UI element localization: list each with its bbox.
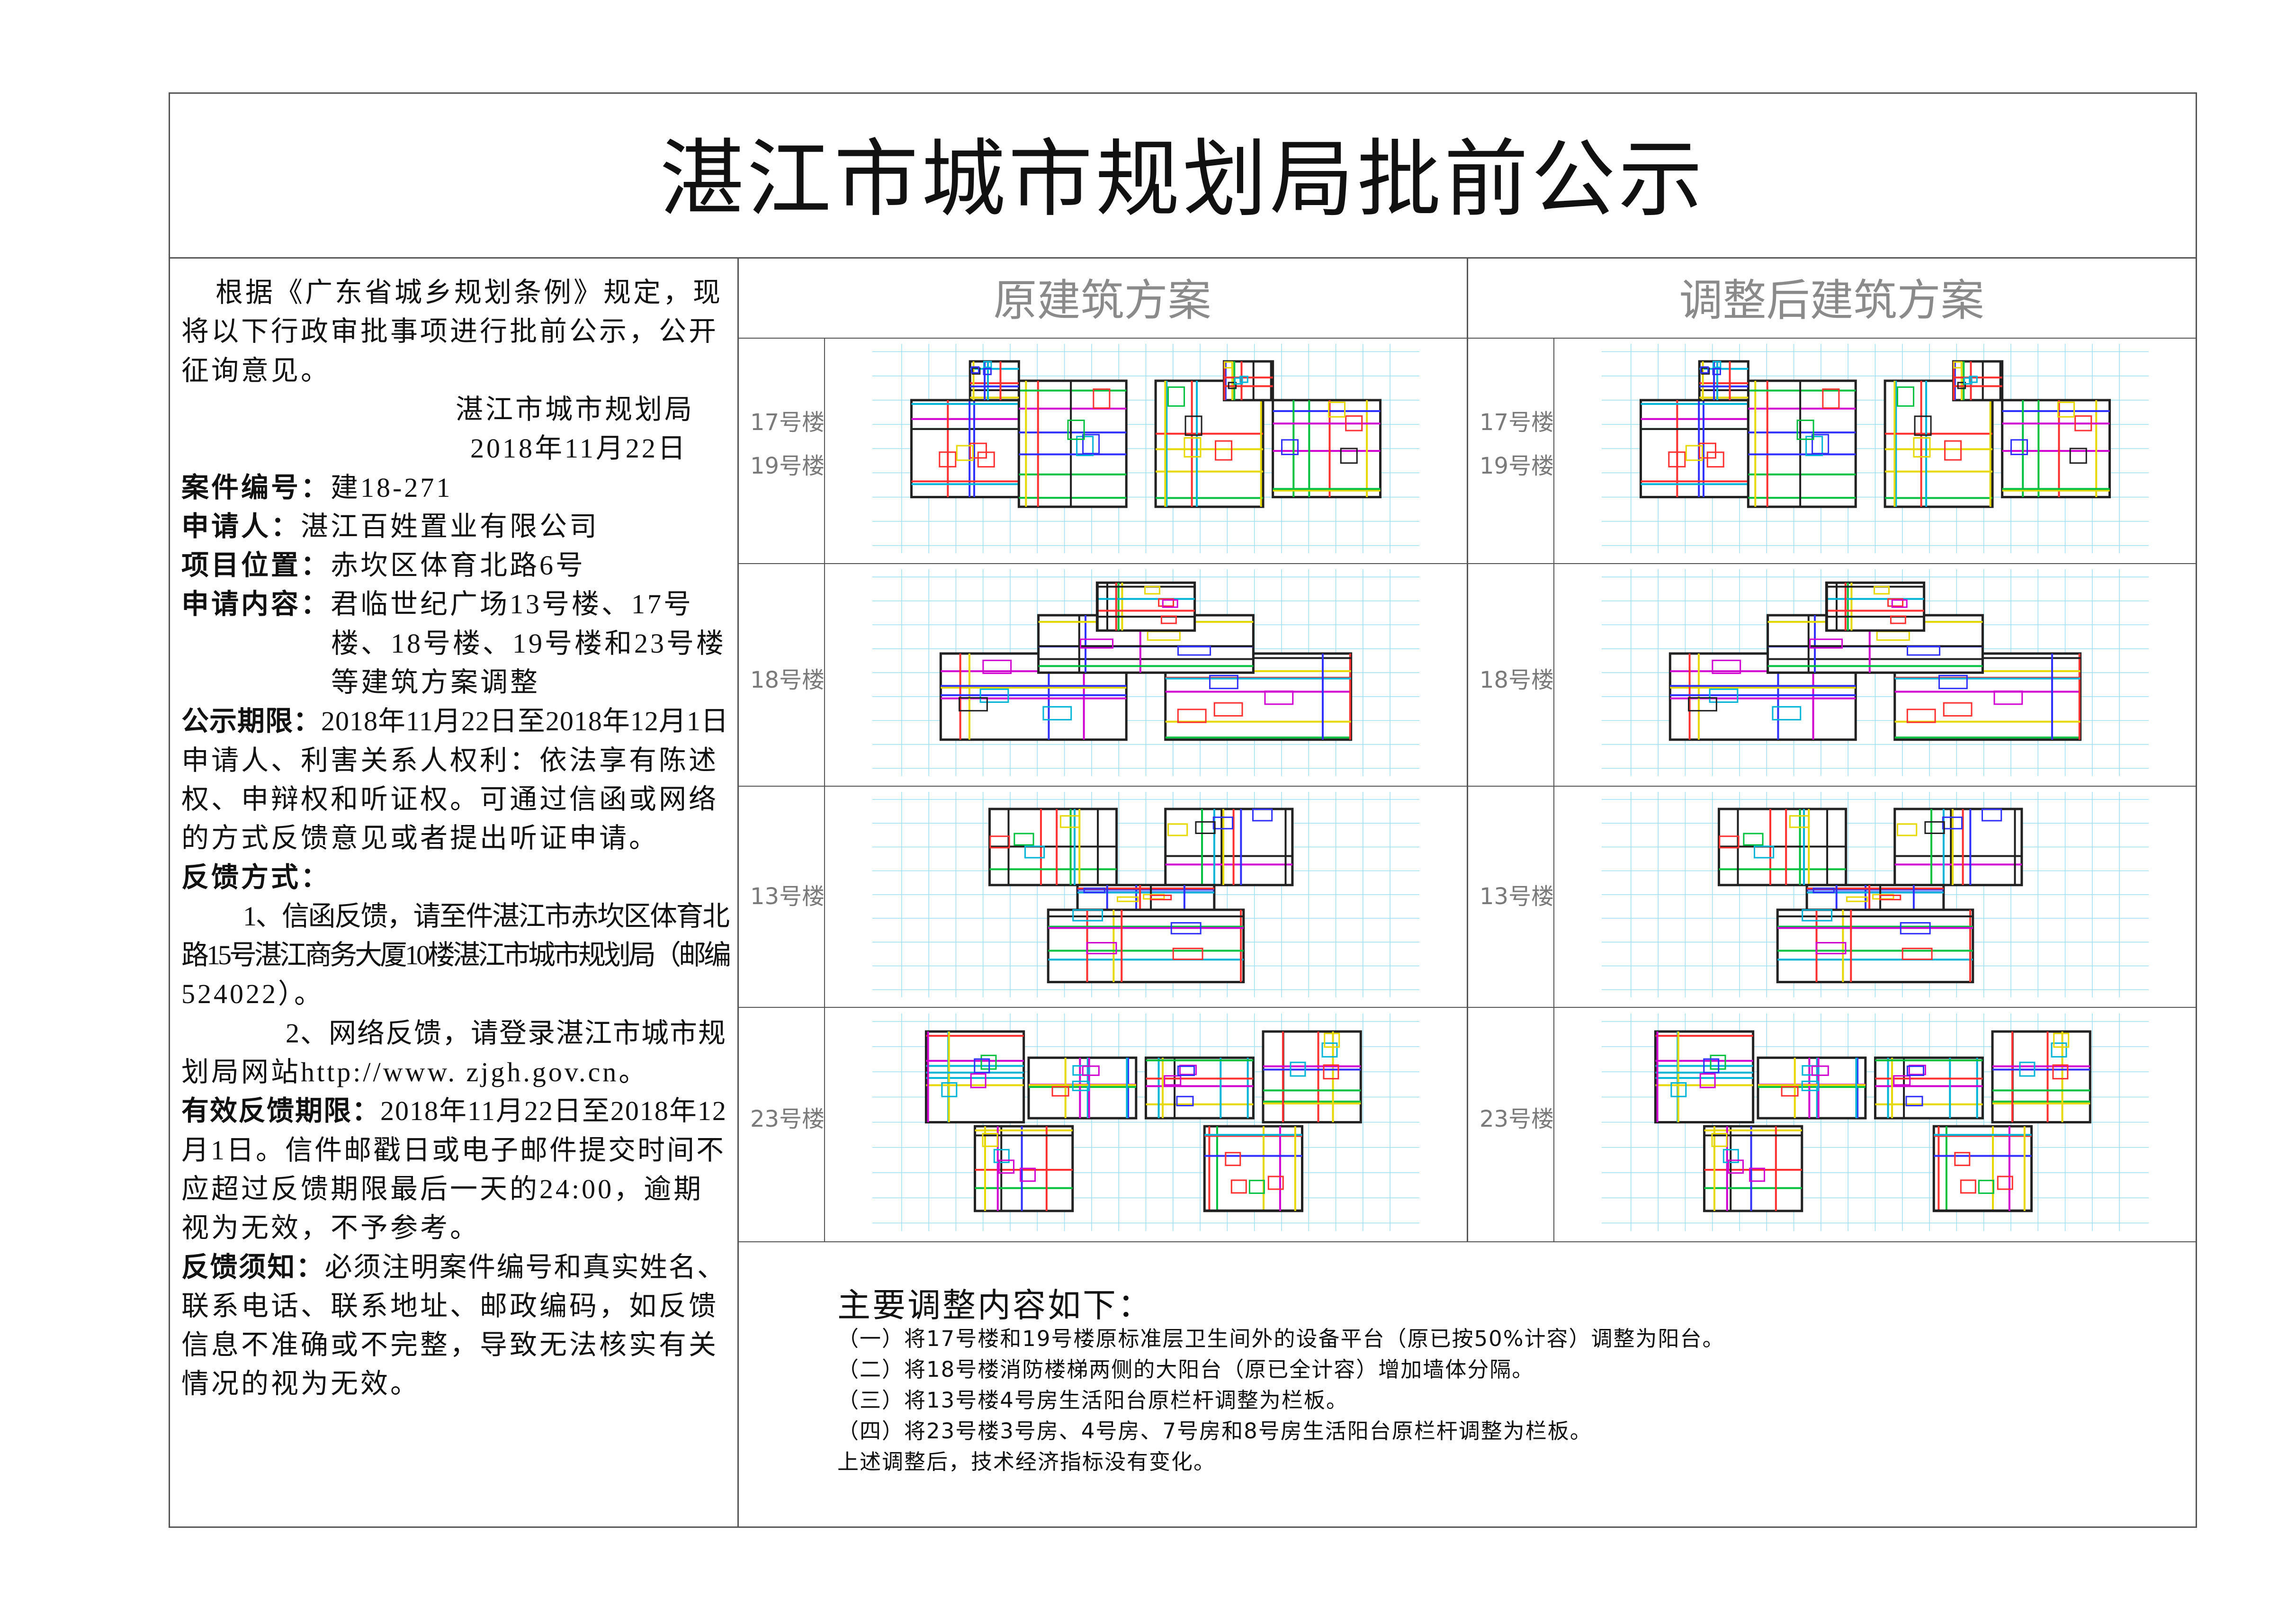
- line-text: 楼、18号楼、19号楼和23号楼: [331, 628, 726, 659]
- building-label: 23号楼: [750, 1106, 825, 1132]
- text-line: 的方式反馈意见或者提出听证申请。: [181, 819, 659, 858]
- building-label: 19号楼: [1480, 453, 1554, 479]
- line-text: 将以下行政审批事项进行批前公示，公开: [181, 316, 719, 347]
- text-line: 申请人、利害关系人权利：依法享有陈述: [181, 741, 718, 780]
- field-value: 2018年11月22日至2018年12月1日: [321, 706, 729, 737]
- field-value: 建18-271: [331, 472, 453, 503]
- line-text: 路15号湛江商务大厦10楼湛江市城市规划局（邮编: [181, 940, 731, 971]
- field-label: 有效反馈期限：: [181, 1095, 381, 1127]
- line-text: 根据《广东省城乡规划条例》规定，现: [215, 277, 723, 308]
- text-line: 2、网络反馈，请登录湛江市城市规: [286, 1014, 726, 1053]
- field-label: 申请人：: [181, 511, 301, 542]
- text-line: 2018年11月22日: [470, 429, 688, 468]
- text-line: 1、信函反馈，请至件湛江市赤坎区体育北: [243, 897, 730, 936]
- text-line: 权、申辩权和听证权。可通过信函或网络: [181, 780, 718, 819]
- field-line: 有效反馈期限：2018年11月22日至2018年12: [181, 1092, 727, 1130]
- original-floor-plan-drawing: [872, 1013, 1420, 1231]
- text-line: 路15号湛江商务大厦10楼湛江市城市规划局（邮编: [181, 936, 731, 975]
- adjustment-item: （一）将17号楼和19号楼原标准层卫生间外的设备平台（原已按50%计容）调整为阳…: [837, 1326, 1725, 1351]
- text-line: 联系电话、联系地址、邮政编码，如反馈: [181, 1287, 718, 1326]
- building-label: 13号楼: [1480, 883, 1554, 910]
- adjustment-item: （二）将18号楼消防楼梯两侧的大阳台（原已全计容）增加墙体分隔。: [837, 1357, 1534, 1382]
- field-line: 公示期限：2018年11月22日至2018年12月1日: [181, 702, 729, 741]
- text-line: 根据《广东省城乡规划条例》规定，现: [215, 273, 723, 312]
- adjustment-summary: 上述调整后，技术经济指标没有变化。: [837, 1449, 1216, 1474]
- adjustments-heading: 主要调整内容如下：: [837, 1286, 1153, 1325]
- building-label: 18号楼: [1480, 667, 1554, 693]
- text-line: 视为无效，不予参考。: [181, 1209, 480, 1247]
- original-floor-plan-drawing: [872, 569, 1420, 776]
- text-line: 月1日。信件邮戳日或电子邮件提交时间不: [181, 1131, 726, 1170]
- field-line: 申请内容：君临世纪广场13号楼、17号: [181, 585, 693, 624]
- line-text: 信息不准确或不完整，导致无法核实有关: [181, 1329, 719, 1361]
- line-text: 月1日。信件邮戳日或电子邮件提交时间不: [181, 1134, 726, 1166]
- line-text: 情况的视为无效。: [181, 1368, 421, 1400]
- line-text: 1、信函反馈，请至件湛江市赤坎区体育北: [243, 900, 730, 932]
- line-text: 联系电话、联系地址、邮政编码，如反馈: [181, 1290, 719, 1321]
- field-value: 赤坎区体育北路6号: [331, 550, 586, 581]
- field-value: 2018年11月22日至2018年12: [380, 1095, 727, 1127]
- text-line: 楼、18号楼、19号楼和23号楼: [331, 624, 726, 663]
- line-text: 划局网站http://www. zjgh.gov.cn。: [181, 1057, 649, 1087]
- field-value: 湛江百姓置业有限公司: [301, 511, 600, 542]
- building-label: 18号楼: [750, 667, 825, 693]
- line-text: 权、申辩权和听证权。可通过信函或网络: [181, 783, 719, 815]
- line-text: 申请人、利害关系人权利：依法享有陈述: [181, 745, 719, 776]
- field-label: 申请内容：: [181, 589, 331, 620]
- field-line: 项目位置：赤坎区体育北路6号: [181, 546, 585, 585]
- text-line: 情况的视为无效。: [181, 1364, 420, 1403]
- text-line: 湛江市城市规划局: [456, 390, 694, 429]
- field-label: 案件编号：: [181, 472, 331, 503]
- line-text: 湛江市城市规划局: [456, 394, 695, 425]
- text-line: 划局网站http://www. zjgh.gov.cn。: [181, 1053, 648, 1092]
- field-label: 项目位置：: [181, 550, 331, 581]
- building-label: 23号楼: [1480, 1106, 1554, 1132]
- adjusted-floor-plan-drawing: [1601, 344, 2149, 554]
- adjustment-item: （三）将13号楼4号房生活阳台原栏杆调整为栏板。: [837, 1388, 1348, 1413]
- original-floor-plan-drawing: [872, 791, 1420, 997]
- line-text: 应超过反馈期限最后一天的24:00，逾期: [181, 1173, 704, 1204]
- adjustment-item: （四）将23号楼3号房、4号房、7号房和8号房生活阳台原栏杆调整为栏板。: [837, 1418, 1592, 1444]
- field-label: 反馈方式：: [181, 861, 331, 893]
- field-line: 反馈须知：必须注明案件编号和真实姓名、: [181, 1248, 726, 1287]
- column-header-adjusted: 调整后建筑方案: [1679, 275, 1984, 326]
- text-line: 征询意见。: [181, 351, 331, 390]
- text-line: 应超过反馈期限最后一天的24:00，逾期: [181, 1170, 703, 1209]
- line-text: 等建筑方案调整: [331, 667, 540, 698]
- line-text: 2018年11月22日: [470, 433, 688, 464]
- adjusted-floor-plan-drawing: [1601, 1013, 2149, 1231]
- text-line: 524022）。: [181, 975, 324, 1014]
- field-label: 公示期限：: [181, 706, 322, 737]
- original-floor-plan-drawing: [872, 344, 1420, 554]
- building-label: 19号楼: [750, 453, 825, 479]
- building-label: 17号楼: [750, 409, 825, 436]
- text-line: 将以下行政审批事项进行批前公示，公开: [181, 312, 718, 351]
- adjusted-floor-plan-drawing: [1601, 791, 2149, 997]
- page-title: 湛江市城市规划局批前公示: [660, 133, 1705, 227]
- field-line: 申请人：湛江百姓置业有限公司: [181, 507, 599, 546]
- text-line: 信息不准确或不完整，导致无法核实有关: [181, 1326, 718, 1364]
- field-line: 反馈方式：: [181, 858, 331, 897]
- line-text: 的方式反馈意见或者提出听证申请。: [181, 823, 659, 854]
- building-label: 13号楼: [750, 883, 825, 910]
- field-label: 反馈须知：: [181, 1251, 325, 1283]
- field-line: 案件编号：建18-271: [181, 468, 452, 507]
- line-text: 征询意见。: [181, 355, 331, 386]
- line-text: 视为无效，不予参考。: [181, 1212, 480, 1244]
- text-line: 等建筑方案调整: [331, 663, 540, 702]
- building-label: 17号楼: [1480, 409, 1554, 436]
- field-value: 君临世纪广场13号楼、17号: [331, 589, 694, 620]
- field-value: 必须注明案件编号和真实姓名、: [324, 1251, 726, 1283]
- adjusted-floor-plan-drawing: [1601, 569, 2149, 776]
- line-text: 2、网络反馈，请登录湛江市城市规: [286, 1017, 727, 1049]
- line-text: 524022）。: [181, 978, 324, 1010]
- column-header-original: 原建筑方案: [993, 275, 1211, 326]
